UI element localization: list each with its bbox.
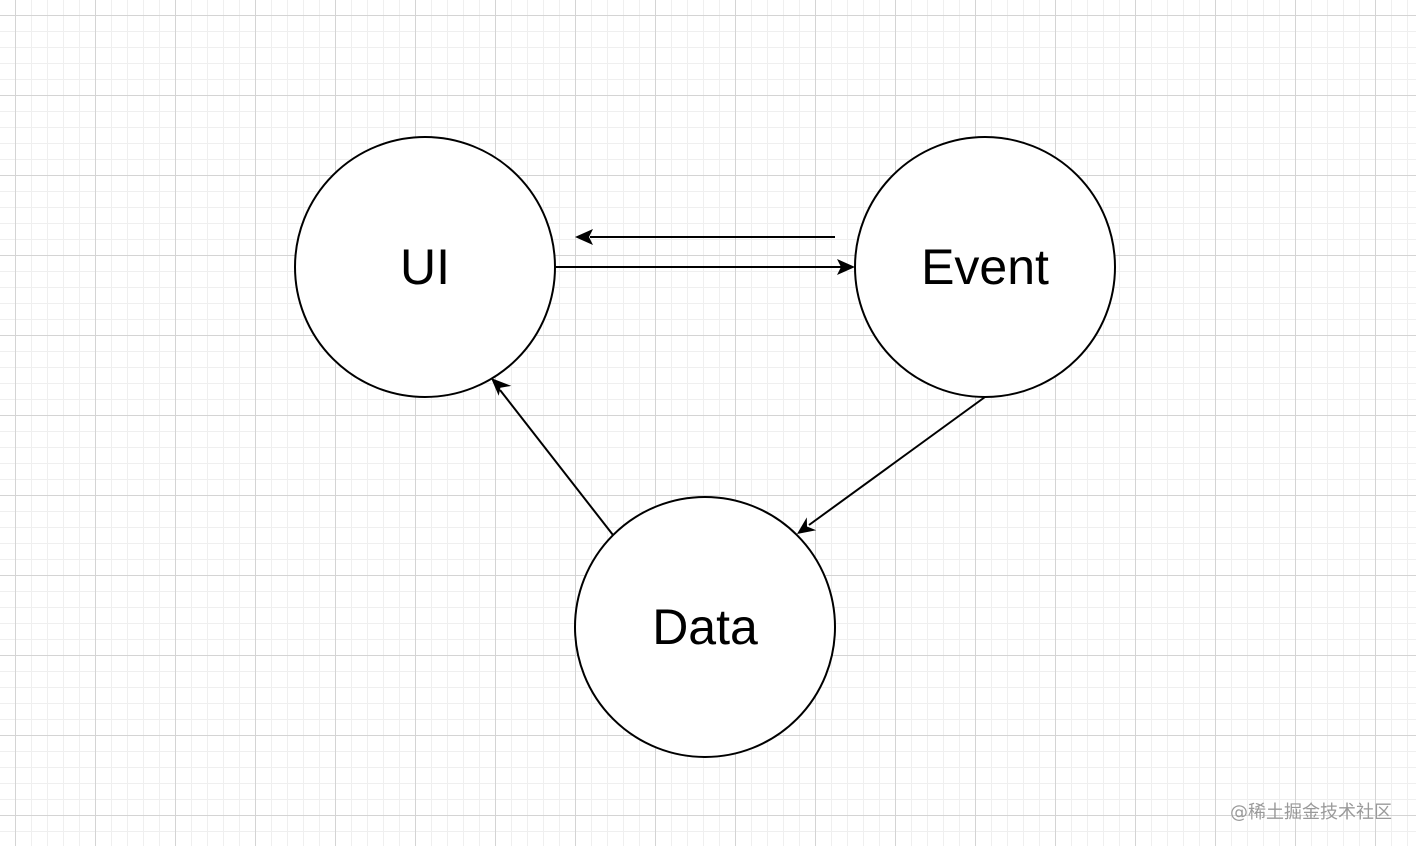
node-data: Data [574, 496, 836, 758]
watermark-text: @稀土掘金技术社区 [1230, 802, 1392, 823]
node-ui: UI [294, 136, 556, 398]
node-data-label: Data [652, 599, 758, 655]
node-event: Event [854, 136, 1116, 398]
edge-event-to-ui [575, 229, 835, 245]
edge-ui-to-event [555, 259, 855, 275]
node-ui-label: UI [400, 239, 450, 295]
edge-event-to-data [797, 396, 986, 534]
node-event-label: Event [921, 239, 1049, 295]
edge-data-to-ui [491, 378, 614, 536]
